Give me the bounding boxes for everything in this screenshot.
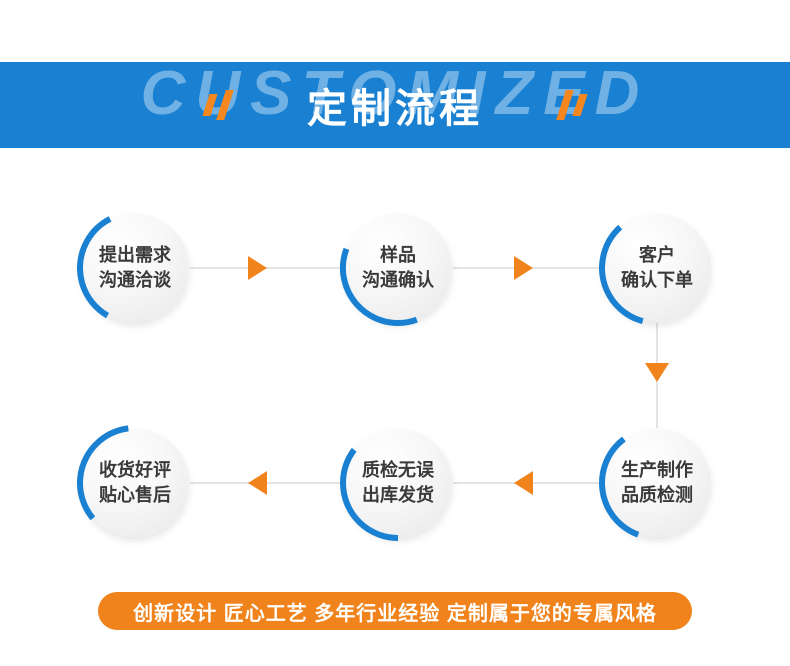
- step-line: 提出需求: [99, 244, 171, 265]
- arrow-down-icon: [645, 363, 669, 382]
- header-band: [0, 62, 790, 148]
- step-label: 质检无误 出库发货: [340, 425, 456, 541]
- left-accent-slashes-icon: [202, 90, 234, 120]
- step-line: 确认下单: [621, 270, 693, 290]
- step-line: 客户: [639, 244, 675, 265]
- header: 定制流程: [0, 62, 790, 148]
- arrow-right-icon: [514, 256, 533, 280]
- step-circle: [603, 429, 711, 537]
- right-accent-slashes-icon: [556, 90, 588, 120]
- step-line: 样品: [380, 244, 416, 265]
- step-line: 生产制作: [621, 459, 693, 480]
- footer-banner: 创新设计 匠心工艺 多年行业经验 定制属于您的专属风格: [98, 592, 692, 630]
- slash-icon: [556, 90, 574, 120]
- arrow-left-icon: [514, 471, 533, 495]
- step-label: 样品 沟通确认: [340, 210, 456, 326]
- arrow-right-icon: [248, 256, 267, 280]
- step-label: 提出需求 沟通洽谈: [77, 210, 193, 326]
- step-arc-icon: [599, 425, 715, 541]
- step-circle: [344, 214, 452, 322]
- step-label: 客户 确认下单: [599, 210, 715, 326]
- step-arc-icon: [599, 210, 715, 326]
- step-arc-icon: [340, 425, 456, 541]
- step-arc-icon: [77, 425, 193, 541]
- arrow-left-icon: [248, 471, 267, 495]
- page-title: 定制流程: [307, 87, 483, 131]
- step-line: 收货好评: [99, 459, 171, 480]
- slash-icon: [216, 90, 234, 120]
- step-circle: [344, 429, 452, 537]
- step-circle: [81, 214, 189, 322]
- step-circle: [81, 429, 189, 537]
- step-line: 沟通确认: [362, 270, 434, 290]
- step-arc-icon: [77, 210, 193, 326]
- step-line: 沟通洽谈: [99, 270, 171, 290]
- step-2: 样品 沟通确认: [340, 210, 456, 326]
- step-6: 收货好评 贴心售后: [77, 425, 193, 541]
- step-arc-icon: [340, 210, 456, 326]
- slash-icon: [572, 94, 588, 116]
- step-label: 生产制作 品质检测: [599, 425, 715, 541]
- step-3: 客户 确认下单: [599, 210, 715, 326]
- step-label: 收货好评 贴心售后: [77, 425, 193, 541]
- step-line: 品质检测: [621, 485, 693, 505]
- slash-icon: [202, 94, 218, 116]
- step-1: 提出需求 沟通洽谈: [77, 210, 193, 326]
- step-4: 生产制作 品质检测: [599, 425, 715, 541]
- step-circle: [603, 214, 711, 322]
- step-5: 质检无误 出库发货: [340, 425, 456, 541]
- step-line: 贴心售后: [99, 485, 171, 505]
- step-line: 出库发货: [362, 485, 434, 505]
- step-line: 质检无误: [362, 459, 434, 480]
